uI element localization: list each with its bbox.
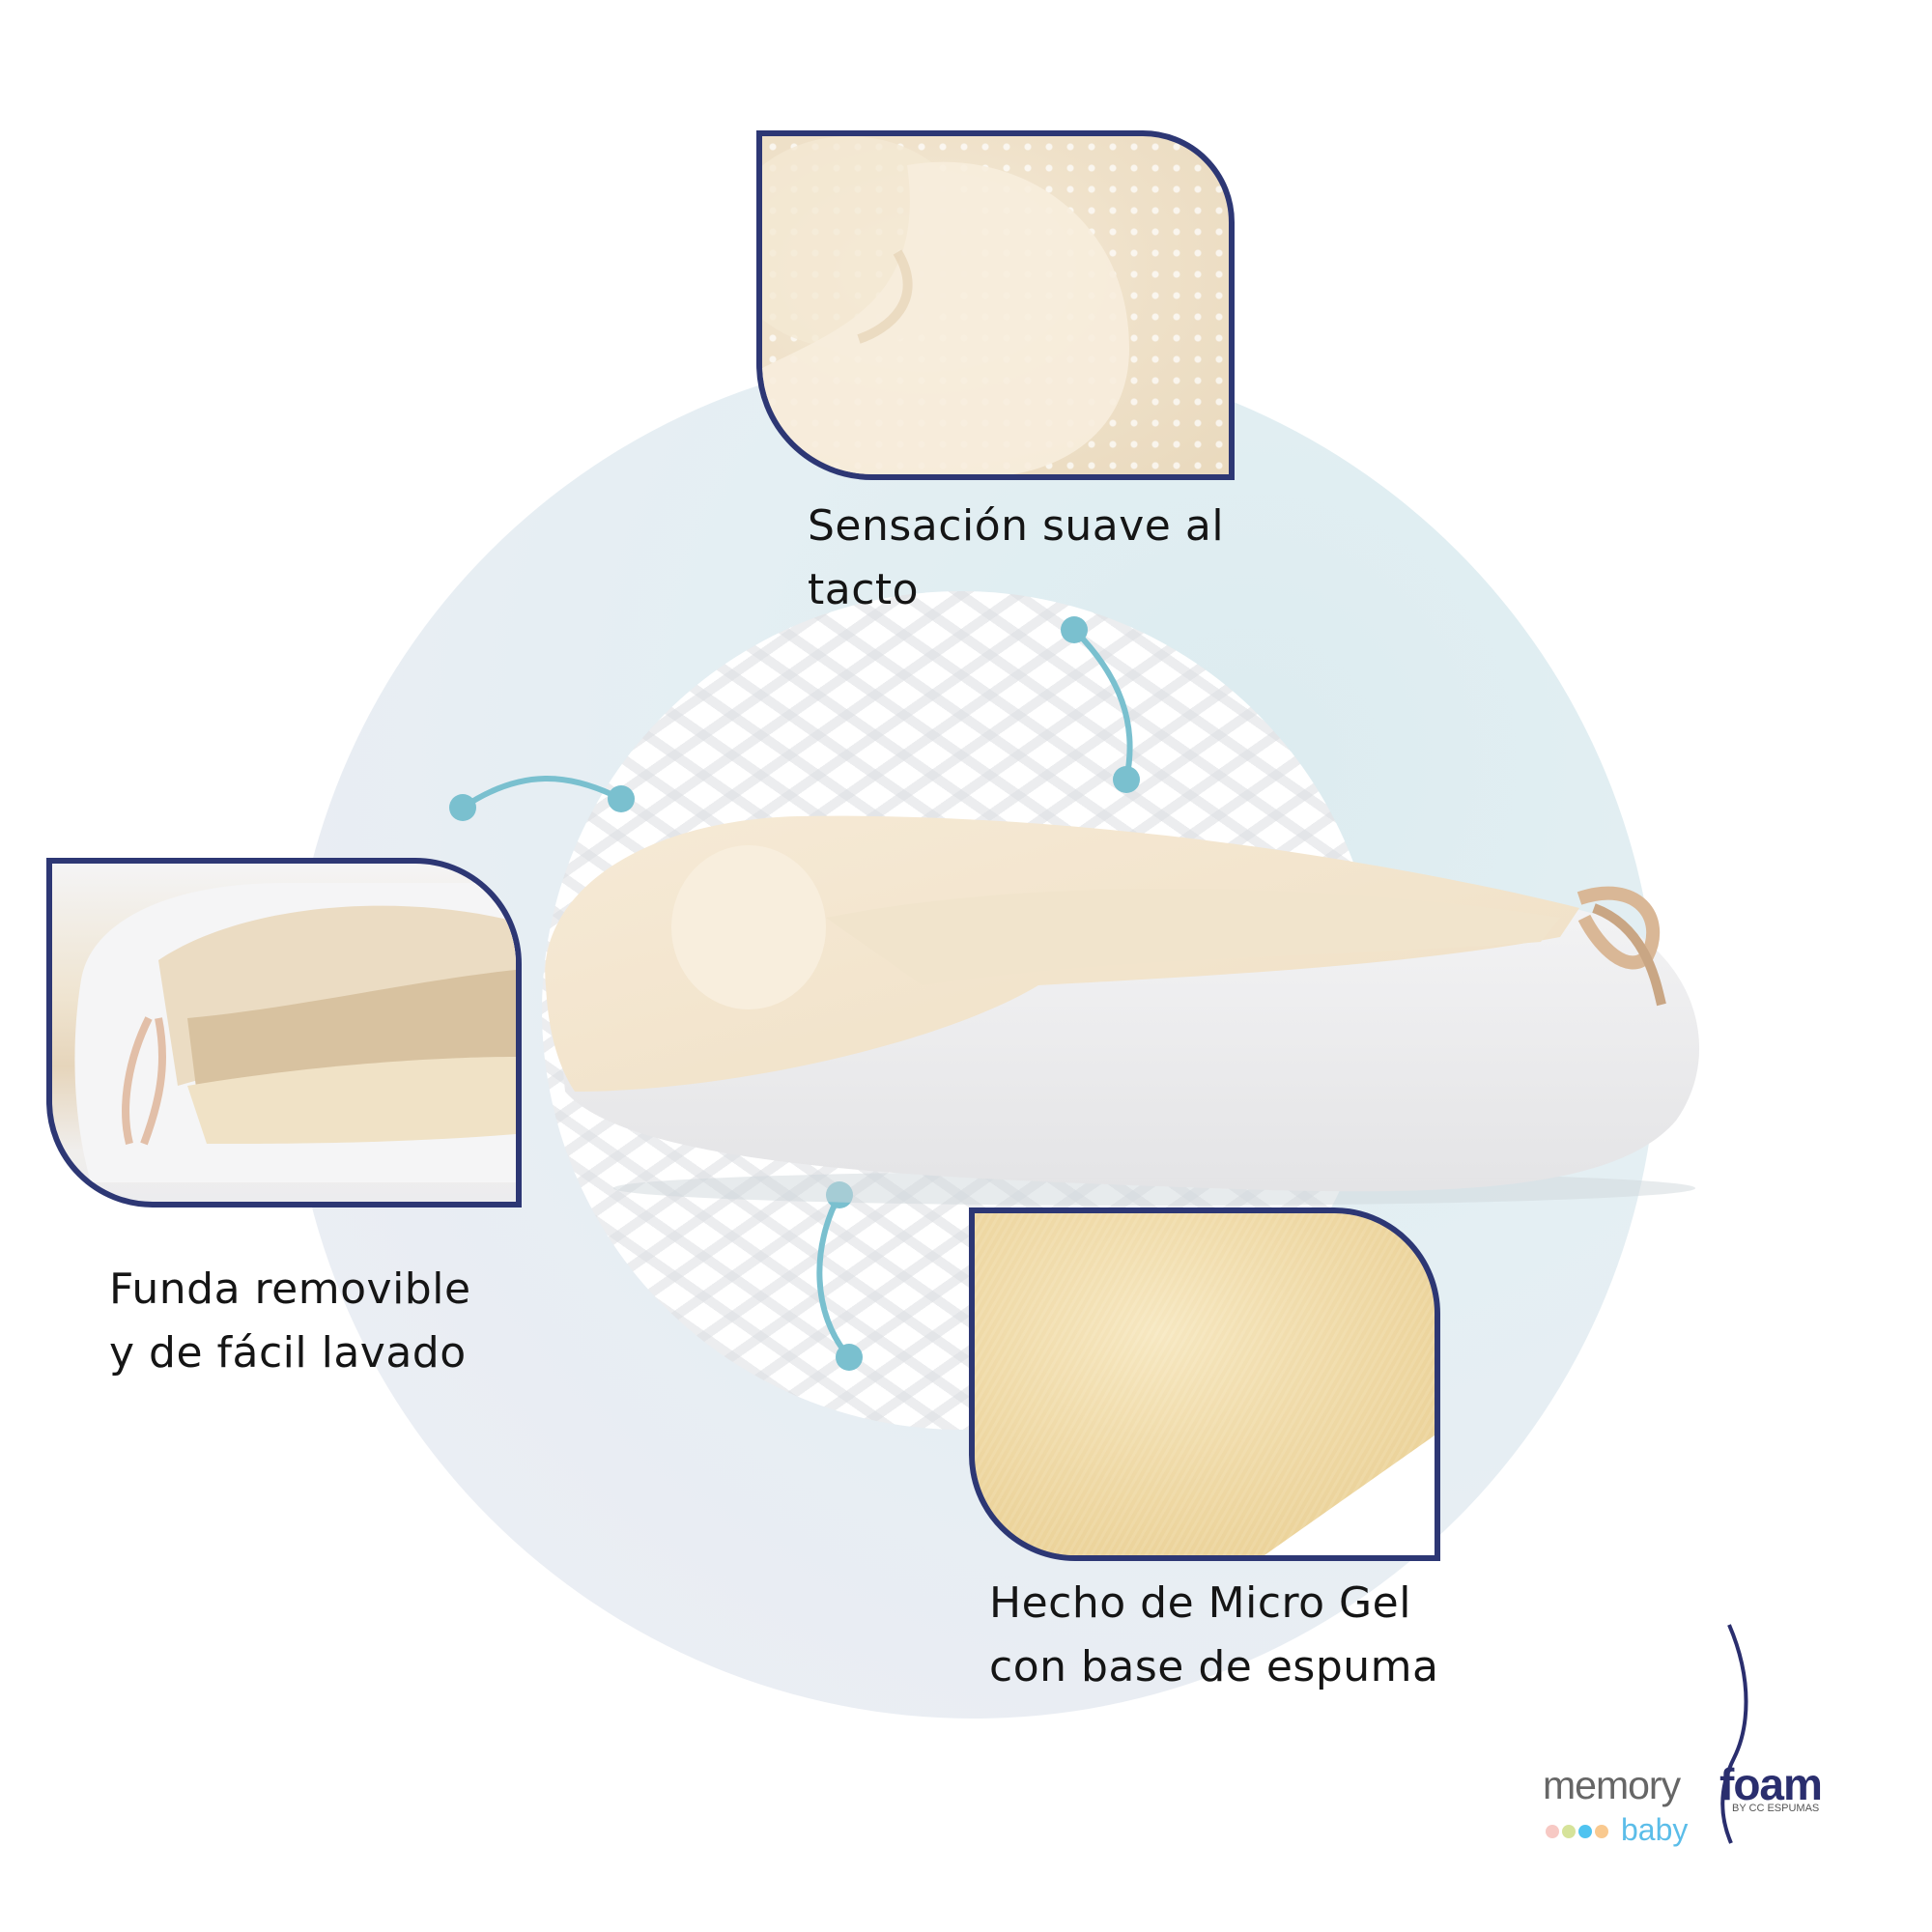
swoosh-icon [1720,1624,1748,1844]
caption-micro-gel: Hecho de Micro Gel con base de espuma [989,1572,1438,1699]
cover-opened-icon [74,883,516,1182]
pillow-closeup-icon [762,136,1129,474]
feature-image-micro-gel [969,1208,1440,1561]
brand-word-foam: foam [1719,1759,1823,1809]
dot-pink-icon [1546,1825,1559,1838]
caption-line: Hecho de Micro Gel [989,1578,1411,1628]
dot-green-icon [1562,1825,1576,1838]
brand-word-memory: memory [1543,1763,1681,1807]
brand-word-baby: baby [1621,1812,1689,1847]
feature-image-soft-touch [756,130,1235,480]
caption-line: y de fácil lavado [109,1328,467,1378]
dot-blue-icon [1578,1825,1592,1838]
caption-line: tacto [808,565,920,614]
caption-soft-touch: Sensación suave al tacto [808,495,1224,622]
brand-dots-icon [1546,1825,1608,1838]
feature-image-removable-cover [46,858,522,1208]
dot-orange-icon [1595,1825,1608,1838]
caption-line: con base de espuma [989,1642,1439,1691]
brand-logo: memory foam BY CC ESPUMAS baby [1536,1623,1855,1855]
brand-tagline: BY CC ESPUMAS [1732,1803,1820,1814]
caption-line: Sensación suave al [808,501,1225,551]
caption-removable-cover: Funda removible y de fácil lavado [109,1258,471,1385]
foam-texture-icon [975,1213,1435,1555]
caption-line: Funda removible [109,1264,471,1314]
baby-nest-product-icon [545,815,1700,1206]
